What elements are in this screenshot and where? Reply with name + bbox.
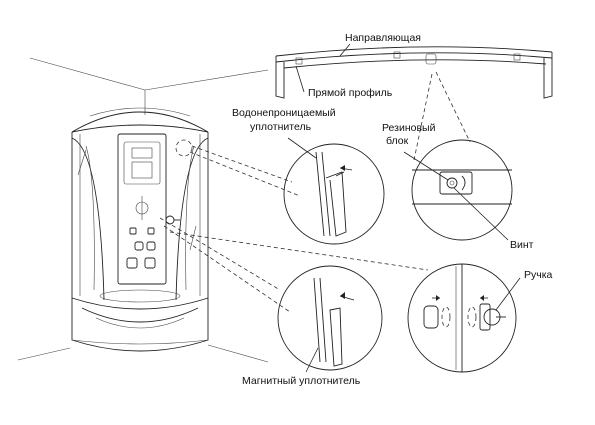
handle-label: Ручка [524,269,553,281]
rubber-block-label-line2: блок [386,135,409,147]
rubber-block-detail [411,139,513,241]
rubber-block-label-line1: Резиновый [382,122,436,134]
magnetic-seal-label: Магнитный уплотнитель [242,375,361,387]
magnetic-seal-detail [277,265,383,371]
guide-rail-label: Направляющая [345,32,421,44]
handle-detail [407,263,517,373]
body-jets [126,227,156,269]
waterproof-seal-label-line2: уплотнитель [250,121,312,133]
guide-rail-detail [275,46,553,99]
waterproof-seal-label-line1: Водонепроницаемый [232,107,336,119]
screw-label: Винт [510,239,534,251]
straight-profile-label: Прямой профиль [308,87,393,99]
shower-cabin [71,107,209,352]
room-corner [17,57,269,363]
label-leaders [287,43,521,373]
callout-connectors [159,71,471,313]
waterproof-seal-detail [283,143,385,245]
